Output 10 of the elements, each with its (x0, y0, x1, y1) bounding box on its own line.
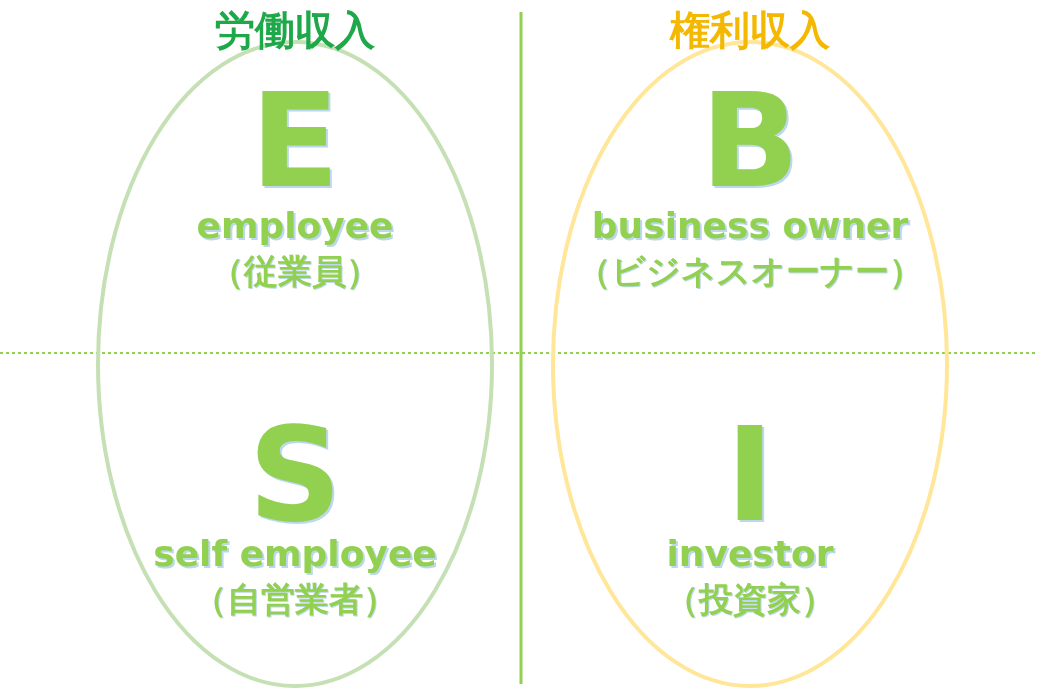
quadrant-label: employee (196, 208, 394, 244)
quadrant-letter: B (700, 76, 800, 206)
income-heading: 労働収入 (215, 10, 375, 50)
quadrant-label: （従業員） (210, 254, 380, 288)
quadrant-label: business owner (591, 208, 909, 244)
quadrant-label: （自営業者） (193, 582, 397, 616)
quadrant-label: （投資家） (665, 582, 835, 616)
quadrant-letter: E (250, 76, 340, 206)
quadrant-label: （ビジネスオーナー） (577, 254, 923, 288)
income-heading: 権利収入 (670, 10, 830, 50)
